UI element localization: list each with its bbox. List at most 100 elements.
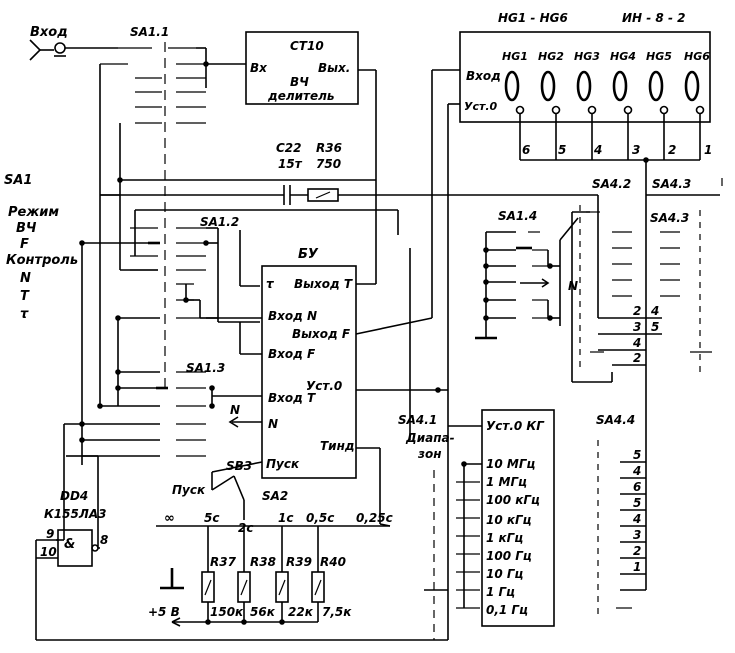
ct10-divider-block: СТ10 Вх Вых. ВЧ делитель (245, 31, 377, 180)
r36-label: R36 (316, 141, 342, 155)
ct10-label: СТ10 (290, 39, 324, 53)
mode-control: Контроль (6, 253, 78, 268)
pin-5: 5 (558, 143, 566, 157)
hg3-label: HG3 (574, 50, 600, 63)
ct10-in-label: Вх (250, 61, 268, 75)
sa4-4-label: SA4.4 (596, 413, 635, 427)
bu-control-block: БУ τ Выход T Вход N Выход F Вход F Уст.0… (199, 180, 448, 524)
c22-value: 15т (278, 157, 303, 171)
hg1-label: HG1 (502, 50, 528, 63)
switch-sa1-4: SA1.4 N (475, 209, 612, 383)
pin-8-label: 8 (100, 533, 108, 547)
pin-2: 2 (668, 143, 676, 157)
sb3-start-button: SB3 Пуск SA2 (172, 459, 288, 520)
range-switch-kg: SA4.1 Диапа- зон Уст.0 КГ 10 МГц 1 МГц 1… (398, 248, 555, 640)
sa1-1-label: SA1.1 (130, 25, 169, 39)
sa43-num-2: 5 (651, 320, 659, 334)
bu-in-t: Вход T (268, 391, 316, 405)
hg-title: HG1 - HG6 (498, 11, 568, 25)
ct10-out-label: Вых. (318, 61, 350, 75)
dd4-nand-gate: DD4 К155ЛА3 & 8 9 10 (35, 455, 448, 641)
hg4-label: HG4 (610, 50, 636, 63)
pin-1: 1 (704, 143, 712, 157)
kg-out-7: 10 Гц (486, 567, 524, 581)
mode-t: T (20, 289, 30, 304)
bu-tau: τ (266, 277, 274, 291)
mode-n: N (20, 271, 31, 286)
kg-out-2: 1 МГц (486, 475, 527, 489)
time-05s: 0,5с (306, 511, 334, 525)
pin-9-label: 9 (46, 527, 54, 541)
pin-3: 3 (632, 143, 640, 157)
hg-in-label: Вход (466, 69, 501, 83)
input-connector: Вход (29, 25, 118, 61)
hg6-label: HG6 (684, 50, 710, 63)
bu-out-f: Выход F (292, 327, 351, 341)
sa42-num-4: 2 (633, 351, 641, 365)
hg-type: ИН - 8 - 2 (622, 11, 685, 25)
sa44-num-8: 1 (633, 560, 641, 574)
sa4-2-label: SA4.2 (592, 177, 631, 191)
hg-indicator-block: HG1 - HG6 ИН - 8 - 2 Вход Уст.0 HG1 HG2 … (431, 11, 712, 400)
sa42-num-1: 2 (633, 304, 641, 318)
kg-out-4: 10 кГц (486, 513, 532, 527)
sa42-num-2: 3 (633, 320, 641, 334)
sa4-1-label: SA4.1 (398, 413, 437, 427)
time-5s: 5с (204, 511, 219, 525)
r40-value: 7,5к (322, 605, 352, 619)
sa1-4-n-label: N (568, 279, 578, 293)
range-label-1: Диапа- (405, 431, 455, 445)
c22-r36: С22 15т R36 750 (100, 123, 598, 270)
gate-symbol: & (64, 537, 75, 552)
mode-label: Режим (8, 205, 59, 220)
ct10-vch-label: ВЧ (290, 75, 309, 89)
switch-sa1-1: SA1.1 (99, 25, 246, 196)
r37-label: R37 (210, 555, 237, 569)
kg-out-6: 100 Гц (486, 549, 532, 563)
mode-f: F (20, 237, 29, 252)
bu-title: БУ (298, 247, 319, 262)
sb3-label: SB3 (226, 459, 252, 473)
sa1-2-label: SA1.2 (200, 215, 239, 229)
kg-out-1: 10 МГц (486, 457, 535, 471)
ct10-div-label: делитель (267, 89, 335, 103)
sa4-3-label: SA4.3 (652, 177, 691, 191)
hg-ust-label: Уст.0 (464, 100, 498, 113)
time-inf: ∞ (164, 511, 175, 526)
sa42-num-3: 4 (632, 336, 641, 350)
sa4-3-label-2: SA4.3 (650, 211, 689, 225)
bu-in-n: Вход N (268, 309, 317, 323)
time-scale: ∞ 5с 2с 1с 0,5с 0,25с (156, 511, 393, 568)
mode-vch: ВЧ (16, 221, 37, 236)
c22-label: С22 (276, 141, 302, 155)
dd4-label: DD4 (60, 489, 88, 503)
hg5-label: HG5 (646, 50, 672, 63)
timing-resistors: +5 В R37 R38 R39 R40 150к 56к 22к 7,5к (148, 555, 352, 627)
kg-out-8: 1 Гц (486, 585, 515, 599)
plus5-label: +5 В (148, 605, 180, 619)
kg-out-5: 1 кГц (486, 531, 523, 545)
sa44-num-7: 2 (633, 544, 641, 558)
switch-sa1-2: SA1.2 (79, 209, 399, 465)
kg-out-3: 100 кГц (486, 493, 540, 507)
time-1s: 1с (278, 511, 293, 525)
pin-4: 4 (593, 143, 602, 157)
r40-label: R40 (320, 555, 346, 569)
sa44-num-2: 4 (632, 464, 641, 478)
kg-ust-label: Уст.0 КГ (486, 419, 545, 433)
sa1-4-label: SA1.4 (498, 209, 537, 223)
dd4-type: К155ЛА3 (44, 507, 106, 521)
sa44-num-1: 5 (633, 448, 641, 462)
input-label: Вход (30, 25, 68, 40)
time-2s: 2с (238, 521, 253, 535)
pin-6: 6 (522, 143, 530, 157)
bu-tind: Tинд (320, 439, 355, 453)
sa1-3-label: SA1.3 (186, 361, 225, 375)
switch-sa4: SA4.2 SA4.3 SA4.3 SA4.4 2 3 4 2 4 5 (579, 160, 723, 615)
r39-value: 22к (288, 605, 314, 619)
pusk-label: Пуск (172, 483, 206, 497)
r38-label: R38 (250, 555, 276, 569)
range-label-2: зон (417, 447, 442, 461)
